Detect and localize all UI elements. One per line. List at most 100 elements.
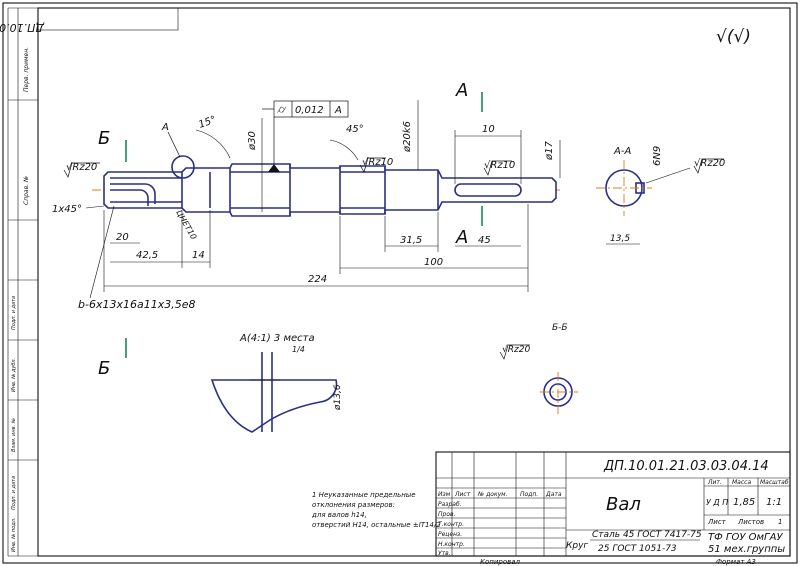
drawing-label: А-А	[613, 146, 631, 157]
drawing-label: Масса	[732, 479, 751, 486]
angle-arc-left	[195, 129, 231, 159]
keyway-slot	[454, 183, 522, 197]
drawing-label: √Rz20	[502, 344, 530, 355]
chamfer-label: 1x45°	[52, 204, 82, 215]
drawing-label: 1	[778, 518, 782, 526]
strip-label-3: Инв. № дубл.	[11, 358, 17, 392]
drawing-label: 1:1	[766, 497, 782, 508]
inner-frame	[37, 7, 791, 557]
drawing-label: Н.контр.	[438, 541, 465, 548]
roughness-rz10-mid: √Rz10	[359, 157, 393, 173]
drawing-label: 1,85	[733, 497, 755, 508]
drawing-label: Изм	[438, 491, 451, 498]
drawing-label: Б	[98, 128, 110, 149]
drawing-label: Пров.	[438, 511, 456, 518]
drawing-label: √Rz20	[66, 162, 97, 173]
strip-label-0: Перв. примен.	[23, 47, 30, 92]
shaft-outline	[103, 163, 557, 217]
detail-circle-a	[171, 155, 195, 179]
roughness-rz10-right: √Rz10	[483, 160, 515, 176]
drawing-label: А	[334, 105, 342, 116]
drawing-label: Листов	[737, 518, 764, 526]
drawing-label: Масштаб	[760, 479, 789, 486]
drawing-label: 13,5	[610, 234, 630, 244]
section-mark-a-top: А	[455, 80, 483, 112]
drawing-label: Сталь 45 ГОСТ 7417-75	[592, 530, 702, 540]
drawing-label: 1 Неуказанные предельные	[312, 491, 416, 499]
drawing-label: У Д П	[706, 498, 728, 507]
drawing-label: Дата	[545, 491, 562, 498]
drawing-label: 25 ГОСТ 1051-73	[598, 544, 677, 554]
doc-code-box	[37, 7, 179, 31]
drawing-label: А(4:1) 3 места	[239, 333, 315, 344]
dim-dia-30: ø30	[247, 131, 258, 151]
section-mark-a-bottom: А	[455, 206, 483, 248]
angle-arc-right	[329, 139, 359, 161]
drawing-label: отверстий H14, остальные ±IT14/2	[312, 521, 441, 529]
drawing-label: ø13,6	[333, 384, 343, 411]
section-mark-b-top: Б	[98, 128, 127, 162]
angle-right-label: 45°	[346, 124, 364, 135]
section-aa: А-А 6N9 √Rz20 13,5	[596, 146, 725, 245]
drawing-label: 0,012	[295, 105, 324, 116]
title-block: Изм Лист № докум. Подп. Дата Разраб. Про…	[435, 451, 791, 566]
drawing-label: Лит.	[707, 479, 722, 486]
drawing-label: 51 мех.группы	[708, 544, 785, 555]
angle-left-label: 15°	[197, 114, 217, 130]
dim-dia-20: ø20k6	[402, 121, 413, 153]
technical-notes: 1 Неуказанные предельные отклонения разм…	[311, 491, 441, 529]
drawing-label: отклонения размеров:	[312, 501, 395, 509]
drawing-label: 1/4	[292, 345, 305, 354]
drawing-label: 42,5	[136, 250, 158, 261]
drawing-label: 6N9	[652, 146, 663, 166]
length-dimensions: 10 20 42,5 14 31,5 45 100 224	[103, 124, 529, 292]
drawing-label: 31,5	[400, 235, 422, 246]
strip-label-6: Инв. № подл.	[11, 518, 17, 553]
title-doc-code: ДП.10.01.21.03.03.04.14	[603, 459, 769, 474]
drawing-label: √Rz20	[694, 158, 725, 169]
drawing-label: ТФ ГОУ ОмГАУ	[708, 532, 783, 543]
doc-code-rotated: ДП.10.01.21.03.03.04.14	[0, 21, 45, 34]
dim-dia-17: ø17	[544, 141, 555, 161]
tolerance-frame: ⌭ 0,012 А	[262, 100, 349, 172]
strip-label-2: Подп. и дата	[11, 296, 17, 330]
drawing-label: Подп.	[520, 491, 538, 498]
detail-ref-label: А	[161, 122, 169, 133]
drawing-label: 224	[308, 274, 327, 285]
drawing-label: Б	[98, 358, 110, 379]
detail-view: А(4:1) 3 места 1/4 ø13,6	[210, 333, 343, 433]
section-bb: Б-Б √Rz20	[499, 323, 578, 414]
left-strip: Перв. примен. Справ. № Подп. и дата Инв.…	[7, 7, 38, 557]
drawing-label: 45	[478, 235, 491, 246]
section-mark-b-bottom: Б	[98, 338, 127, 379]
drawing-label: √Rz10	[484, 160, 515, 171]
drawing-label: Реценз.	[438, 531, 462, 538]
drawing-label: Б-Б	[552, 323, 568, 333]
part-name: Вал	[606, 494, 641, 515]
drawing-label: Разраб.	[438, 501, 462, 508]
drawing-label: Утв.	[438, 550, 451, 557]
roughness-rz20-left: √Rz20	[63, 162, 100, 178]
drawing-label: для валов h14,	[311, 511, 367, 519]
drawing-label: √Rz10	[362, 157, 393, 168]
drawing-label: Круг	[566, 541, 588, 551]
drawing-label: 100	[424, 257, 443, 268]
drawing-label: 10	[482, 124, 495, 135]
drawing-label: № докум.	[477, 491, 508, 498]
drawing-label: Т.контр.	[438, 521, 464, 528]
drawing-label: Копировал	[480, 558, 521, 566]
drawing-label: Формат А3	[716, 558, 756, 566]
drawing-label: Лист	[707, 518, 727, 526]
strip-label-1: Справ. №	[23, 176, 30, 205]
strip-label-5: Подп. и дата	[11, 476, 17, 510]
drawing-label: А	[455, 80, 468, 101]
drawing-label: ⌭	[277, 103, 287, 116]
drawing-label: А	[455, 227, 468, 248]
strip-label-4: Взам. инв. №	[11, 418, 17, 452]
drawing-label: Лист	[454, 491, 471, 498]
drawing-label: 14	[192, 250, 205, 261]
drawing-label: 20	[116, 232, 129, 243]
center-hole-label: ЦНЕТ10	[174, 209, 198, 242]
